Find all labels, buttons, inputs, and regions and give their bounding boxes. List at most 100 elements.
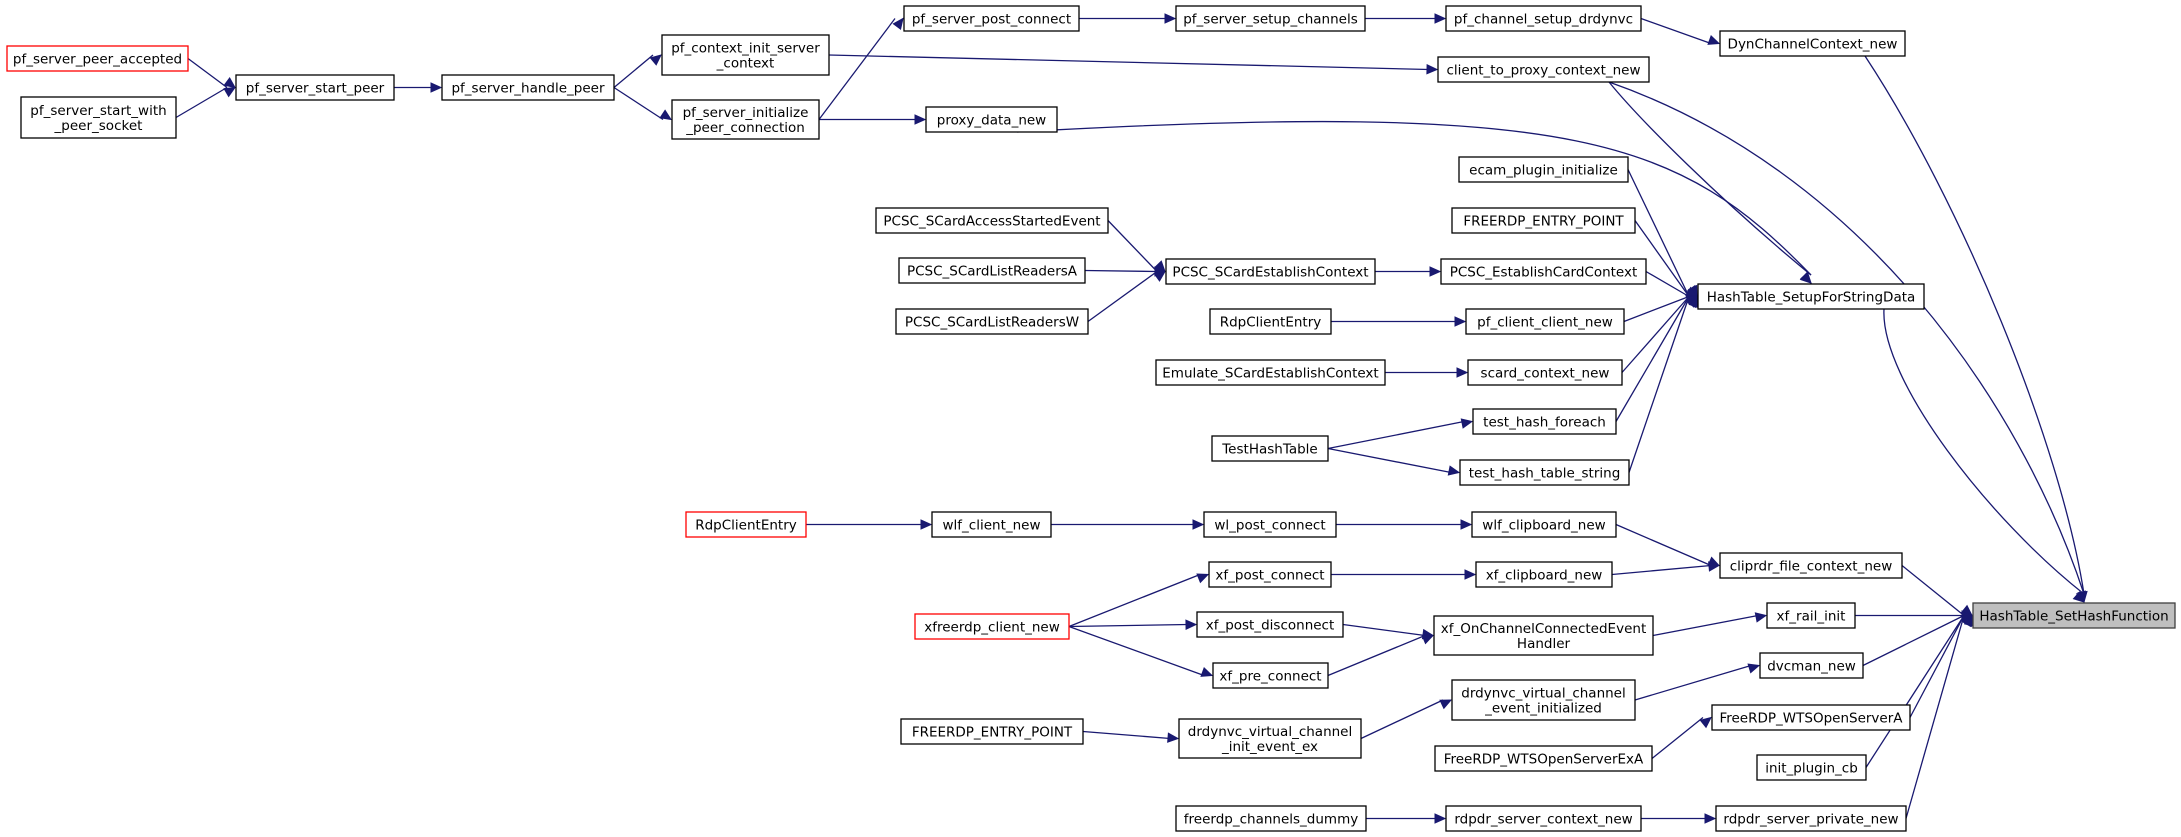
node-RdpClientEntry_2[interactable]: RdpClientEntry xyxy=(685,511,807,538)
node-xf_pre_connect[interactable]: xf_pre_connect xyxy=(1212,662,1329,689)
edge-client_to_proxy_context_new-to-HashTable_SetHashFunction xyxy=(1608,81,2085,595)
edge-DynChannelContext_new-to-HashTable_SetHashFunction xyxy=(1864,55,2085,595)
node-rdpdr_server_private_new[interactable]: rdpdr_server_private_new xyxy=(1715,805,1907,832)
node-scard_context_new[interactable]: scard_context_new xyxy=(1467,359,1623,386)
node-box xyxy=(1178,718,1362,759)
node-rdpdr_server_context_new[interactable]: rdpdr_server_context_new xyxy=(1445,805,1642,832)
node-label: Emulate_SCardEstablishContext xyxy=(1162,366,1378,382)
node-drdynvc_virtual_channel_event_initialized[interactable]: drdynvc_virtual_channel_event_initialize… xyxy=(1451,679,1636,721)
node-proxy_data_new[interactable]: proxy_data_new xyxy=(925,106,1058,133)
edge-xfreerdp_client_new-to-xf_post_connect xyxy=(1068,573,1201,628)
node-drdynvc_virtual_channel_init_event_ex[interactable]: drdynvc_virtual_channel_init_event_ex xyxy=(1178,718,1362,759)
node-wlf_client_new[interactable]: wlf_client_new xyxy=(931,511,1052,538)
arrowhead-pf_server_start_with_peer_socket-to-pf_server_start_peer xyxy=(223,86,237,98)
node-init_plugin_cb[interactable]: init_plugin_cb xyxy=(1756,754,1867,781)
node-box xyxy=(1465,308,1625,335)
node-label: RdpClientEntry xyxy=(1220,315,1322,331)
node-xf_post_connect[interactable]: xf_post_connect xyxy=(1208,561,1332,588)
node-pf_server_post_connect[interactable]: pf_server_post_connect xyxy=(903,5,1080,32)
node-wlf_clipboard_new[interactable]: wlf_clipboard_new xyxy=(1471,511,1617,538)
node-xfreerdp_client_new[interactable]: xfreerdp_client_new xyxy=(914,613,1070,640)
node-label: PCSC_EstablishCardContext xyxy=(1450,265,1638,281)
node-test_hash_table_string[interactable]: test_hash_table_string xyxy=(1459,459,1630,486)
node-pf_context_init_server_context[interactable]: pf_context_init_server_context xyxy=(661,34,830,76)
node-TestHashTable[interactable]: TestHashTable xyxy=(1211,435,1329,462)
node-label: FreeRDP_WTSOpenServerExA xyxy=(1444,752,1644,768)
node-box xyxy=(20,96,177,139)
node-FREERDP_ENTRY_POINT_2[interactable]: FREERDP_ENTRY_POINT xyxy=(900,718,1084,745)
node-box xyxy=(1175,805,1367,832)
node-label: _event_initialized xyxy=(1484,701,1602,717)
node-box xyxy=(1208,561,1332,588)
node-client_to_proxy_context_new[interactable]: client_to_proxy_context_new xyxy=(1437,56,1650,83)
node-box xyxy=(903,5,1080,32)
edge-proxy_data_new-to-HashTable_SetupForStringData xyxy=(1016,120,1812,276)
node-box xyxy=(1458,156,1629,183)
node-box xyxy=(931,511,1052,538)
node-Emulate_SCardEstablishContext[interactable]: Emulate_SCardEstablishContext xyxy=(1155,359,1386,386)
edge-xfreerdp_client_new-to-xf_pre_connect xyxy=(1068,625,1205,677)
node-freerdp_channels_dummy[interactable]: freerdp_channels_dummy xyxy=(1175,805,1367,832)
node-label: scard_context_new xyxy=(1481,366,1610,382)
node-PCSC_SCardListReadersW[interactable]: PCSC_SCardListReadersW xyxy=(895,308,1089,335)
node-pf_server_start_peer[interactable]: pf_server_start_peer xyxy=(235,74,395,101)
node-PCSC_SCardListReadersA[interactable]: PCSC_SCardListReadersA xyxy=(898,257,1086,284)
node-FreeRDP_WTSOpenServerA[interactable]: FreeRDP_WTSOpenServerA xyxy=(1711,704,1911,731)
node-box xyxy=(925,106,1058,133)
node-FREERDP_ENTRY_POINT_1[interactable]: FREERDP_ENTRY_POINT xyxy=(1451,207,1636,234)
node-HashTable_SetupForStringData[interactable]: HashTable_SetupForStringData xyxy=(1697,283,1925,310)
node-label: xf_post_disconnect xyxy=(1206,618,1335,634)
node-PCSC_EstablishCardContext[interactable]: PCSC_EstablishCardContext xyxy=(1440,258,1647,285)
edge-xf_post_disconnect-to-xf_OnChannelConnectedEventHandler xyxy=(1342,623,1426,637)
node-label: xf_rail_init xyxy=(1777,609,1846,625)
node-test_hash_foreach[interactable]: test_hash_foreach xyxy=(1472,408,1617,435)
node-box xyxy=(1211,435,1329,462)
node-box xyxy=(1440,258,1647,285)
node-cliprdr_file_context_new[interactable]: cliprdr_file_context_new xyxy=(1719,552,1903,579)
node-xf_post_disconnect[interactable]: xf_post_disconnect xyxy=(1196,611,1344,638)
node-RdpClientEntry_1[interactable]: RdpClientEntry xyxy=(1209,308,1332,335)
node-PCSC_SCardEstablishContext[interactable]: PCSC_SCardEstablishContext xyxy=(1165,258,1376,285)
node-box xyxy=(1475,561,1613,588)
node-box xyxy=(900,718,1084,745)
node-label: pf_server_start_with xyxy=(30,103,166,119)
node-pf_server_initialize_peer_connection[interactable]: pf_server_initialize_peer_connection xyxy=(671,99,820,140)
arrowhead-pf_server_start_peer-to-pf_server_handle_peer xyxy=(430,82,443,93)
node-box xyxy=(1437,56,1650,83)
node-pf_server_setup_channels[interactable]: pf_server_setup_channels xyxy=(1175,5,1366,32)
node-label: wl_post_connect xyxy=(1214,518,1325,534)
node-dvcman_new[interactable]: dvcman_new xyxy=(1759,652,1864,679)
node-PCSC_SCardAccessStartedEvent[interactable]: PCSC_SCardAccessStartedEvent xyxy=(875,207,1109,234)
node-label: xf_clipboard_new xyxy=(1486,568,1603,584)
node-wl_post_connect[interactable]: wl_post_connect xyxy=(1203,511,1337,538)
node-ecam_plugin_initialize[interactable]: ecam_plugin_initialize xyxy=(1458,156,1629,183)
node-label: RdpClientEntry xyxy=(695,518,797,534)
node-pf_client_client_new[interactable]: pf_client_client_new xyxy=(1465,308,1625,335)
node-label: DynChannelContext_new xyxy=(1728,37,1898,53)
edge-ecam_plugin_initialize-to-HashTable_SetupForStringData xyxy=(1627,169,1690,297)
node-pf_channel_setup_drdynvc[interactable]: pf_channel_setup_drdynvc xyxy=(1445,5,1642,32)
node-HashTable_SetHashFunction[interactable]: HashTable_SetHashFunction xyxy=(1972,602,2176,629)
arrowhead-pf_server_post_connect-to-pf_server_setup_channels xyxy=(1164,13,1177,24)
node-pf_server_start_with_peer_socket[interactable]: pf_server_start_with_peer_socket xyxy=(20,96,177,139)
edge-xf_pre_connect-to-xf_OnChannelConnectedEventHandler xyxy=(1327,634,1426,677)
edge-FreeRDP_WTSOpenServerExA-to-FreeRDP_WTSOpenServerA xyxy=(1651,716,1704,760)
node-DynChannelContext_new[interactable]: DynChannelContext_new xyxy=(1719,30,1906,57)
node-box xyxy=(685,511,807,538)
node-label: HashTable_SetupForStringData xyxy=(1707,290,1916,306)
edge-PCSC_SCardListReadersA-to-PCSC_SCardEstablishContext xyxy=(1084,269,1158,273)
arrowhead-xfreerdp_client_new-to-xf_pre_connect xyxy=(1200,666,1214,677)
node-xf_rail_init[interactable]: xf_rail_init xyxy=(1766,602,1856,629)
node-FreeRDP_WTSOpenServerExA[interactable]: FreeRDP_WTSOpenServerExA xyxy=(1434,745,1653,772)
node-pf_server_peer_accepted[interactable]: pf_server_peer_accepted xyxy=(6,45,189,72)
node-xf_clipboard_new[interactable]: xf_clipboard_new xyxy=(1475,561,1613,588)
edge-pf_server_peer_accepted-to-pf_server_start_peer xyxy=(187,57,228,89)
arrowhead-pf_context_init_server_context-to-client_to_proxy_context_new xyxy=(1426,63,1439,75)
node-label: pf_server_setup_channels xyxy=(1183,12,1358,28)
node-pf_server_handle_peer[interactable]: pf_server_handle_peer xyxy=(441,74,615,101)
edge-pf_server_start_with_peer_socket-to-pf_server_start_peer xyxy=(175,86,228,119)
arrowhead-xf_pre_connect-to-xf_OnChannelConnectedEventHandler xyxy=(1421,634,1435,645)
node-box xyxy=(1719,552,1903,579)
arrowhead-RdpClientEntry_2-to-wlf_client_new xyxy=(920,519,933,530)
